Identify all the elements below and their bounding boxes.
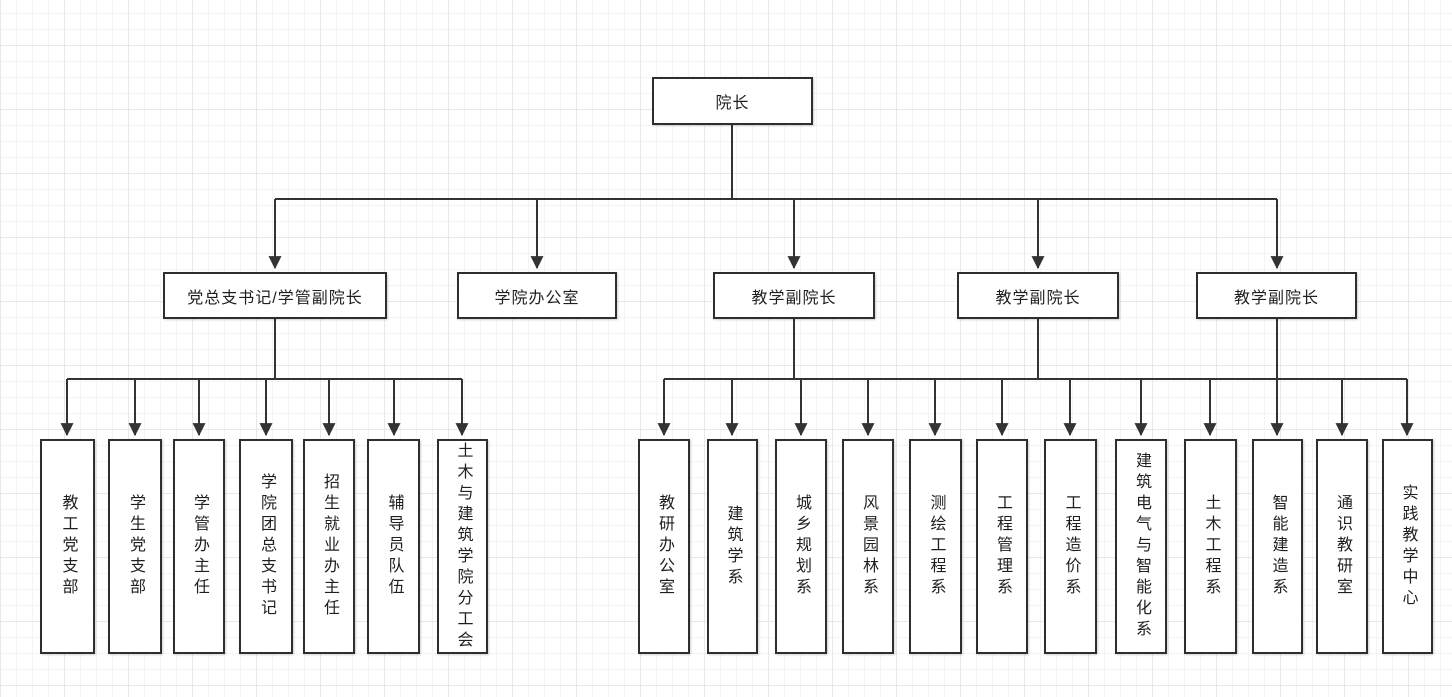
org-node-building-electrical-intelligence-dept: 建筑电气与智能化系 xyxy=(1115,439,1167,654)
org-node-teaching-vice-dean-2: 教学副院长 xyxy=(957,272,1119,319)
org-node-teaching-vice-dean-1: 教学副院长 xyxy=(713,272,875,319)
org-node-general-education-teaching-office: 通识教研室 xyxy=(1316,439,1368,654)
org-node-civil-architecture-college-union-branch: 土木与建筑学院分工会 xyxy=(437,439,488,654)
org-node-architecture-dept: 建筑学系 xyxy=(707,439,758,654)
org-node-admissions-employment-office-director: 招生就业办主任 xyxy=(303,439,355,654)
org-node-faculty-party-branch: 教工党支部 xyxy=(40,439,95,654)
org-node-youth-league-general-branch-secretary: 学院团总支书记 xyxy=(239,439,293,654)
connector-line-group xyxy=(60,125,1414,437)
org-node-urban-rural-planning-dept: 城乡规划系 xyxy=(775,439,827,654)
org-node-student-party-branch: 学生党支部 xyxy=(108,439,162,654)
org-node-surveying-mapping-engineering-dept: 测绘工程系 xyxy=(909,439,962,654)
org-node-dean: 院长 xyxy=(652,77,813,125)
org-node-student-affairs-office-director: 学管办主任 xyxy=(173,439,225,654)
org-node-party-secretary-vice-dean: 党总支书记/学管副院长 xyxy=(163,272,387,319)
org-node-intelligent-construction-dept: 智能建造系 xyxy=(1252,439,1303,654)
org-node-teaching-vice-dean-3: 教学副院长 xyxy=(1196,272,1357,319)
org-node-landscape-architecture-dept: 风景园林系 xyxy=(842,439,894,654)
org-node-teaching-research-office: 教研办公室 xyxy=(638,439,690,654)
org-node-practice-teaching-center: 实践教学中心 xyxy=(1382,439,1433,654)
org-node-engineering-cost-dept: 工程造价系 xyxy=(1044,439,1097,654)
org-node-counselor-team: 辅导员队伍 xyxy=(367,439,420,654)
org-node-college-office: 学院办公室 xyxy=(457,272,617,319)
org-node-engineering-management-dept: 工程管理系 xyxy=(976,439,1028,654)
org-node-civil-engineering-dept: 土木工程系 xyxy=(1184,439,1237,654)
